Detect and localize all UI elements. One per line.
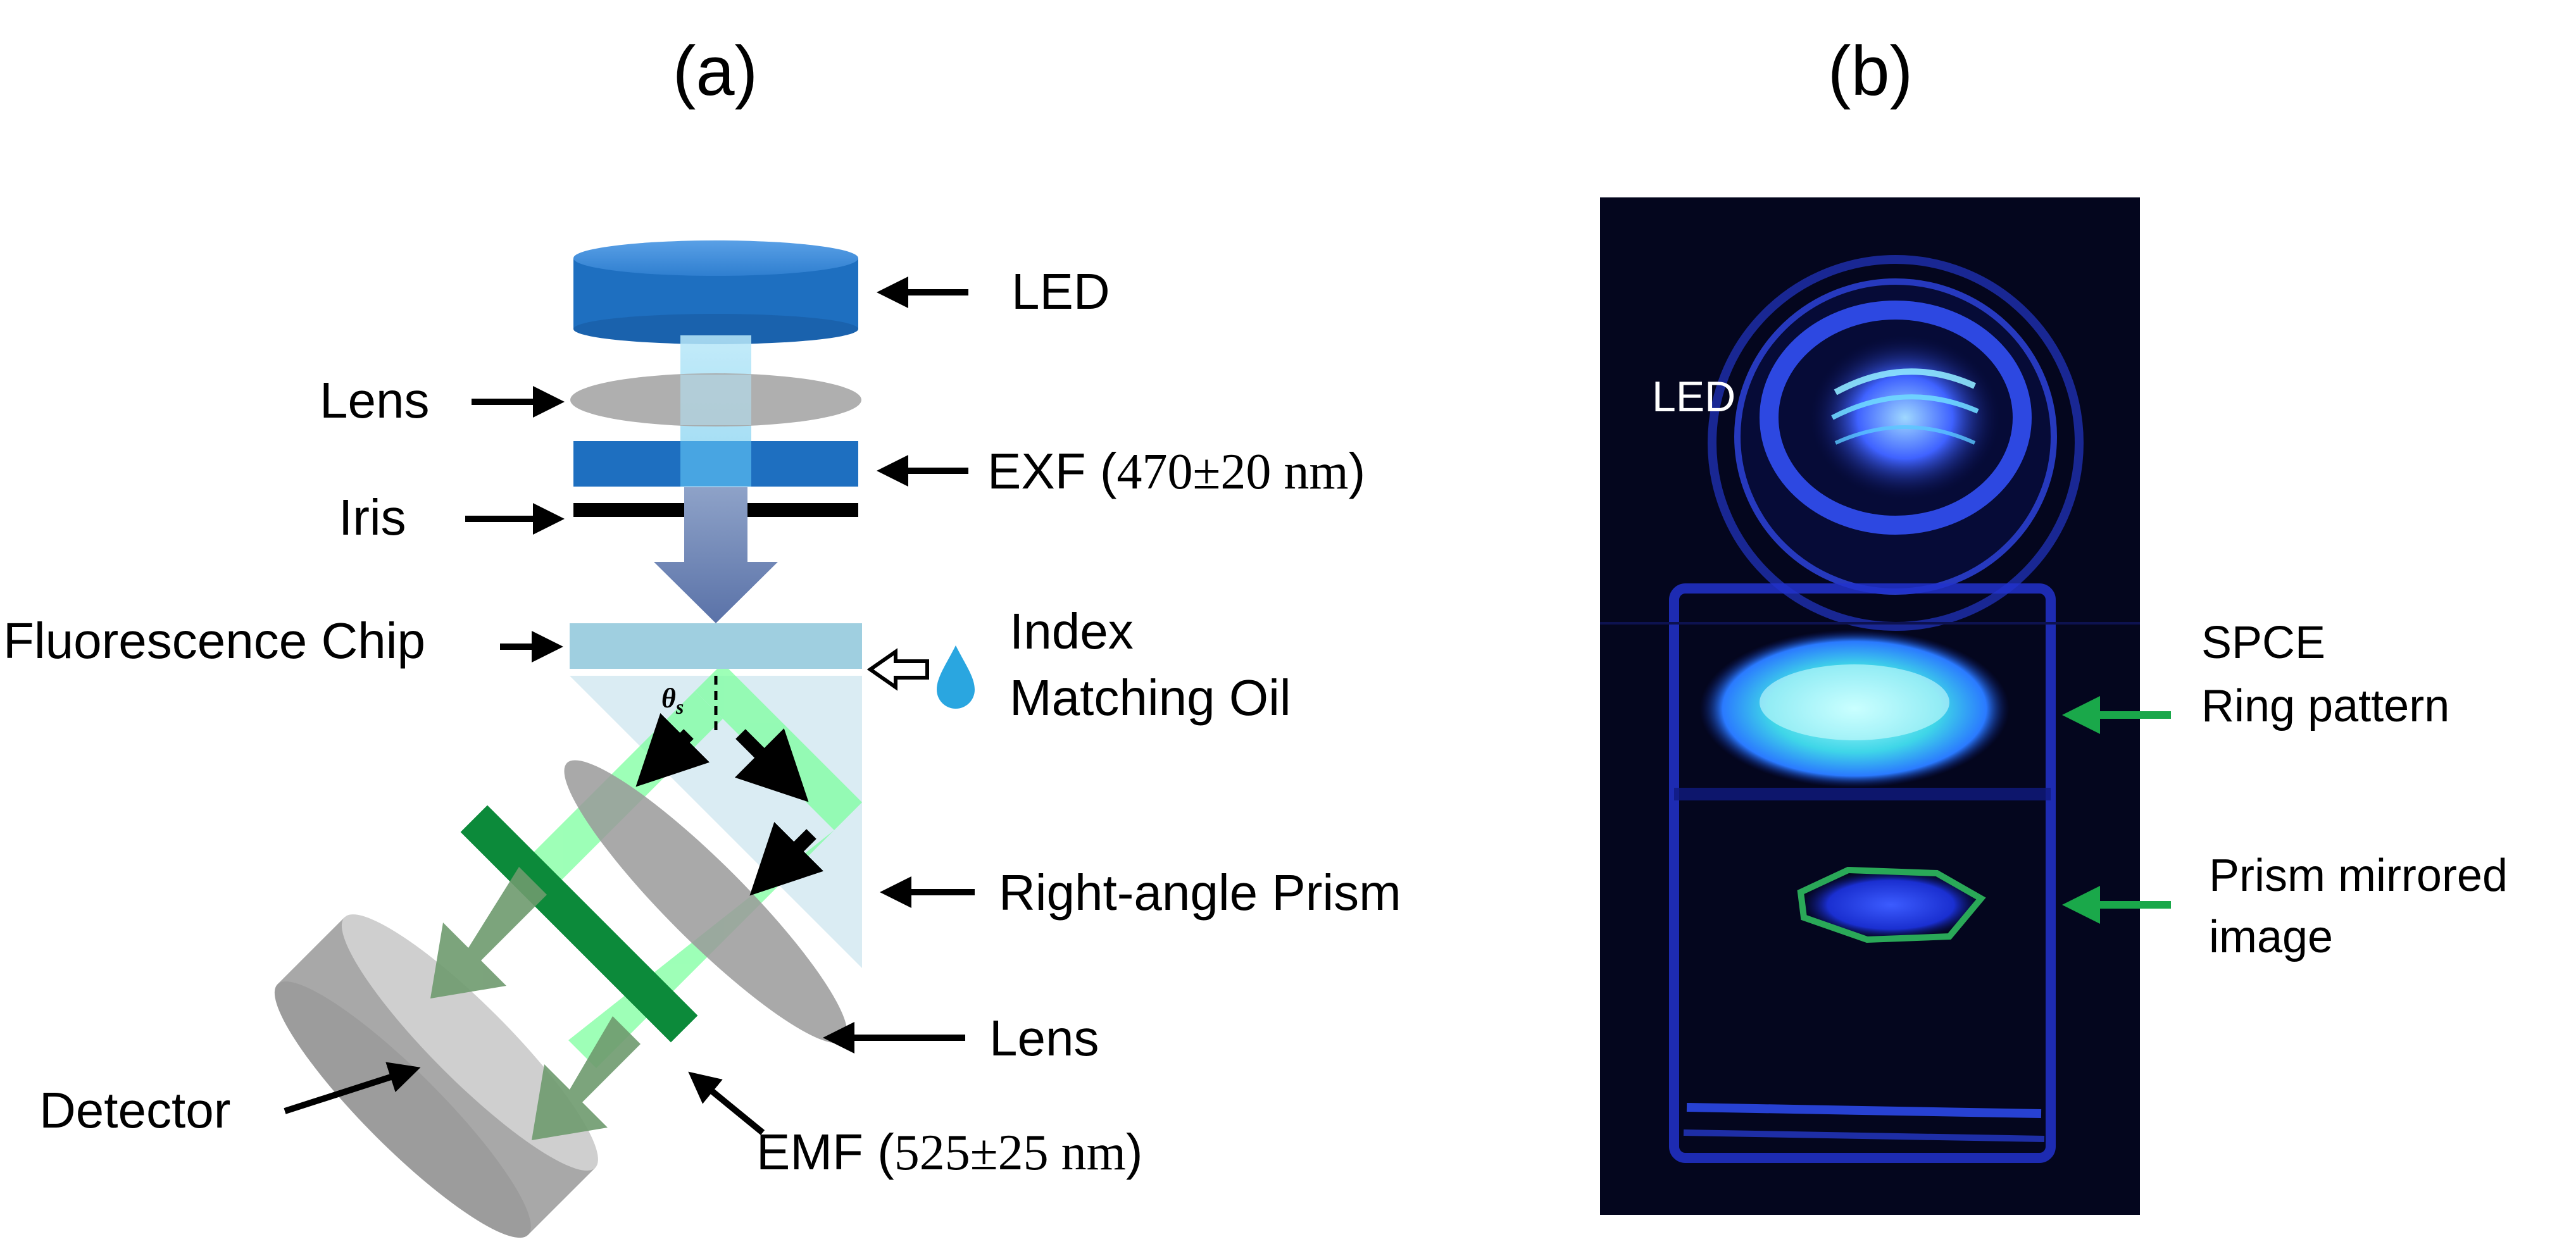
label-prism-mirror: Prism mirrored image <box>2062 850 2508 962</box>
label-prism: Right-angle Prism <box>880 864 1401 921</box>
emission-arrow-right <box>532 1016 641 1140</box>
theta-s-label: θs <box>661 683 684 718</box>
fluorescence-chip <box>570 623 862 669</box>
svg-text:Matching Oil: Matching Oil <box>1010 669 1291 726</box>
emission-arrow-left <box>430 867 547 998</box>
svg-text:Lens: Lens <box>320 372 429 428</box>
svg-text:Right-angle Prism: Right-angle Prism <box>999 864 1401 921</box>
experimental-photo: LED <box>1600 197 2140 1215</box>
label-emf: EMF (525±25 nm) <box>688 1071 1143 1181</box>
led-source <box>573 240 858 344</box>
photo-label-led: LED <box>1652 373 1735 421</box>
detector <box>274 914 598 1238</box>
svg-text:EMF (525±25 nm): EMF (525±25 nm) <box>756 1124 1143 1181</box>
label-detector: Detector <box>39 1062 421 1138</box>
svg-text:Prism mirrored: Prism mirrored <box>2209 850 2508 901</box>
svg-text:Detector: Detector <box>39 1082 230 1138</box>
prism-frame <box>1669 583 2056 1163</box>
label-led: LED <box>877 263 1110 320</box>
led-glow <box>1810 335 2000 500</box>
svg-text:Fluorescence Chip: Fluorescence Chip <box>3 612 425 669</box>
label-lens-bottom: Lens <box>823 1010 1099 1066</box>
panel-a: (a) <box>3 32 1401 1238</box>
svg-text:LED: LED <box>1011 263 1110 320</box>
prism-mirror-glow <box>1797 866 1986 943</box>
svg-text:image: image <box>2209 912 2333 962</box>
panel-b: (b) LED SP <box>1600 32 2508 1215</box>
label-lens-top: Lens <box>320 372 565 428</box>
svg-text:Iris: Iris <box>339 489 406 545</box>
svg-text:Index: Index <box>1010 603 1134 659</box>
led-housing-outer <box>1708 255 2084 631</box>
label-fluorescence-chip: Fluorescence Chip <box>3 612 563 669</box>
svg-text:Lens: Lens <box>989 1010 1099 1066</box>
label-iris: Iris <box>339 489 565 545</box>
svg-text:Ring pattern: Ring pattern <box>2201 681 2449 731</box>
panel-b-label: (b) <box>1828 32 1913 110</box>
emission-arrows <box>430 867 641 1140</box>
oil-droplet-icon <box>937 645 975 709</box>
label-spce: SPCE Ring pattern <box>2062 618 2449 734</box>
ray-direction-arrows <box>635 712 824 896</box>
label-exf: EXF (470±20 nm) <box>877 443 1365 500</box>
svg-text:EXF (470±20 nm): EXF (470±20 nm) <box>987 443 1365 500</box>
emf-filter <box>460 805 698 1043</box>
lens-bottom <box>564 760 847 1043</box>
label-index-matching-oil: Index Matching Oil <box>866 603 1291 726</box>
excitation-arrow <box>654 487 778 623</box>
hollow-arrow <box>866 648 929 691</box>
panel-a-label: (a) <box>673 32 758 110</box>
svg-text:SPCE: SPCE <box>2201 618 2325 668</box>
